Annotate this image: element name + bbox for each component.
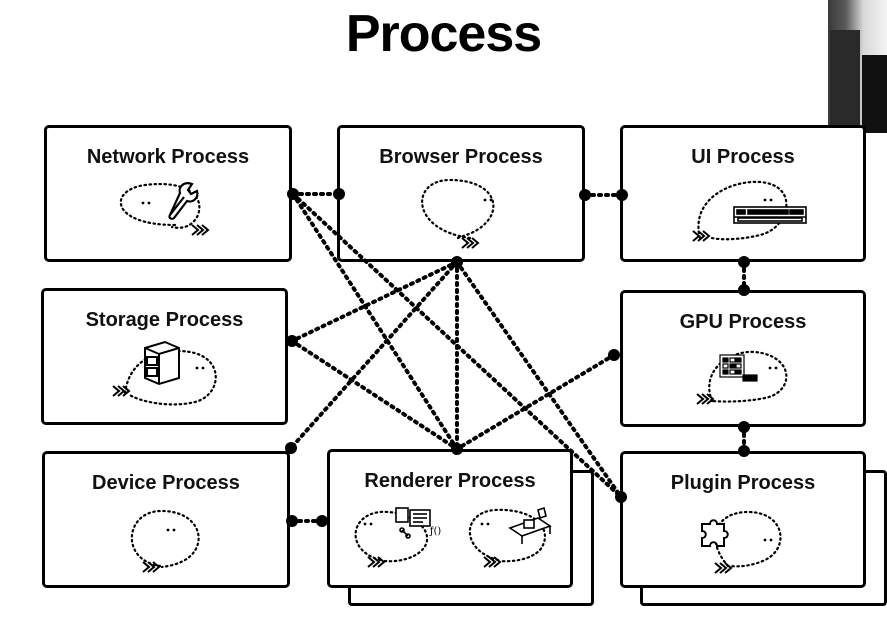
puzzle-icon xyxy=(701,519,729,547)
gpu-process-label: GPU Process xyxy=(679,311,807,333)
storage-process-label: Storage Process xyxy=(85,309,244,331)
plugin-process-label: Plugin Process xyxy=(670,472,816,494)
svg-text:ƒ(): ƒ() xyxy=(429,526,441,537)
connection-lines xyxy=(289,192,746,523)
toolbar-icon xyxy=(733,206,807,224)
device-process-box: Device Process xyxy=(42,451,290,588)
pixel-grid-icon xyxy=(719,354,758,382)
renderer-process-label: Renderer Process xyxy=(364,470,536,492)
network-process-box: Network Process xyxy=(44,125,292,262)
connection-browser-device xyxy=(289,260,459,450)
connection-storage-renderer xyxy=(290,339,459,451)
connection-browser-plugin xyxy=(455,260,623,499)
file-cabinet-icon xyxy=(144,340,180,386)
connector-dots xyxy=(285,188,750,527)
documents-icon: ƒ() xyxy=(395,507,441,539)
doodle-faces xyxy=(141,198,778,542)
browser-process-label: Browser Process xyxy=(379,146,543,168)
connection-network-plugin xyxy=(291,192,623,499)
connection-browser-storage xyxy=(290,260,459,343)
connection-network-renderer xyxy=(291,192,459,451)
page-title: Process xyxy=(345,5,542,63)
desk-icon xyxy=(508,506,552,544)
network-process-label: Network Process xyxy=(86,146,250,168)
process-doodles xyxy=(119,178,788,569)
wrench-icon xyxy=(168,182,199,220)
ui-process-label: UI Process xyxy=(691,146,795,168)
device-process-label: Device Process xyxy=(92,472,240,494)
connection-gpu-renderer xyxy=(455,353,616,451)
renderer-process-box: Renderer Process xyxy=(327,449,573,588)
webcam-overlay xyxy=(828,0,887,133)
